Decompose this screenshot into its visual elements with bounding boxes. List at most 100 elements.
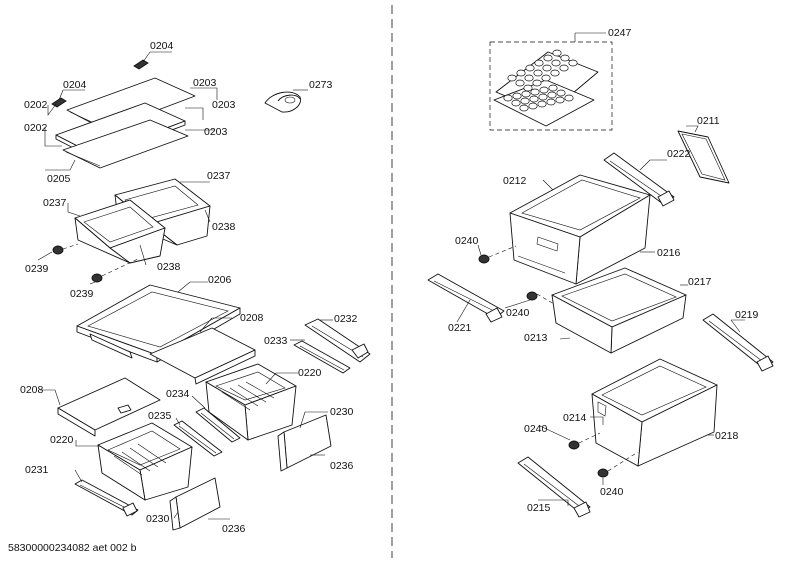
freezer-drawer-0212 [509, 174, 651, 285]
label-0240-c: 0240 [524, 423, 548, 435]
label-0206: 0206 [208, 274, 232, 286]
label-0239-b: 0239 [70, 288, 94, 300]
slide-rail-0235 [173, 420, 223, 457]
screw-0239-b [91, 273, 103, 283]
egg-cup [560, 54, 570, 62]
shelf-plate-0208-right [149, 327, 256, 385]
label-0238-left: 0238 [157, 261, 181, 273]
egg-cup [551, 59, 561, 67]
egg-cup [538, 93, 548, 101]
egg-cup [523, 84, 533, 92]
label-0233: 0233 [264, 335, 288, 347]
label-0211: 0211 [697, 115, 720, 127]
label-0205: 0205 [47, 173, 71, 185]
label-0240-d: 0240 [600, 486, 624, 498]
label-0235: 0235 [148, 410, 172, 422]
label-0216: 0216 [657, 247, 681, 259]
label-0221: 0221 [448, 322, 472, 334]
egg-cup [550, 69, 560, 77]
egg-cup [564, 94, 574, 102]
egg-cup [534, 59, 544, 67]
egg-cup [555, 96, 565, 104]
screw-0240-c [568, 440, 580, 450]
label-0234: 0234 [166, 388, 190, 400]
ice-tray-box [489, 41, 613, 131]
label-0236-left: 0236 [222, 523, 246, 535]
screw-0240-a [478, 254, 490, 264]
rail-0231 [74, 479, 139, 517]
egg-cup [528, 102, 538, 110]
document-id: 58300000234082 aet 002 b [8, 542, 137, 554]
egg-cup [547, 91, 557, 99]
label-0204-left: 0204 [63, 79, 87, 91]
clip-0204-top [133, 59, 149, 70]
label-0218: 0218 [715, 430, 739, 442]
egg-cup [516, 69, 526, 77]
label-0213: 0213 [524, 332, 548, 344]
egg-cup [511, 99, 521, 107]
label-0219: 0219 [735, 309, 759, 321]
egg-cup [543, 54, 553, 62]
egg-cup [507, 74, 517, 82]
label-0240-a: 0240 [455, 235, 479, 247]
crisper-drawer-0220-right [205, 363, 297, 441]
egg-cup [525, 64, 535, 72]
label-0202-bottom: 0202 [24, 122, 48, 134]
rail-0222 [603, 152, 675, 207]
drawer-front-0236-right [277, 414, 332, 472]
rail-0221 [427, 273, 505, 323]
egg-cup [530, 88, 540, 96]
screw-0240-d [597, 468, 609, 478]
label-0240-b: 0240 [506, 307, 530, 319]
label-0222: 0222 [667, 148, 691, 160]
egg-cup [559, 64, 569, 72]
assembly-line-0240b [536, 293, 555, 305]
label-0237-left: 0237 [43, 197, 67, 209]
label-0238-right: 0238 [212, 221, 236, 233]
drawer-0217 [551, 267, 687, 354]
drawer-0218 [591, 358, 718, 467]
egg-cup [521, 90, 531, 98]
rail-0215 [517, 456, 591, 518]
label-0220-left: 0220 [50, 434, 74, 446]
rail-0219 [702, 313, 774, 372]
slide-rail-0234 [195, 407, 241, 443]
assembly-line-0240c [578, 432, 601, 444]
egg-cup [537, 100, 547, 108]
label-0208-right: 0208 [240, 312, 264, 324]
egg-cup [533, 69, 543, 77]
egg-cup [520, 97, 530, 105]
label-0203-top: 0203 [193, 77, 217, 89]
screw-0239-a [52, 245, 64, 255]
label-0217: 0217 [688, 276, 712, 288]
glass-shelf-bottom [62, 119, 189, 169]
label-0231: 0231 [25, 464, 49, 476]
label-0247: 0247 [608, 27, 632, 39]
label-0212: 0212 [503, 175, 527, 187]
label-0208-left: 0208 [20, 384, 44, 396]
label-0237-right: 0237 [207, 170, 231, 182]
label-0214: 0214 [563, 412, 587, 424]
ice-tray-0247 [493, 49, 599, 127]
label-0202-top: 0202 [24, 99, 48, 111]
label-0203-bottom: 0203 [204, 126, 228, 138]
assembly-line-0240d [607, 451, 639, 472]
label-0215: 0215 [527, 502, 551, 514]
label-0273: 0273 [309, 79, 333, 91]
label-0220-right: 0220 [298, 367, 322, 379]
egg-cup [524, 74, 534, 82]
assembly-line-0239b [101, 257, 141, 277]
egg-cup [542, 64, 552, 72]
label-0230-left: 0230 [146, 513, 170, 525]
egg-cup [519, 104, 529, 112]
label-0239-a: 0239 [25, 263, 49, 275]
screw-0240-b [526, 291, 538, 301]
egg-cup [546, 98, 556, 106]
label-0232: 0232 [334, 313, 358, 325]
leader-lines [37, 32, 745, 520]
egg-cup [515, 79, 525, 87]
egg-cup [539, 86, 549, 94]
assembly-line-0239a [62, 243, 79, 250]
label-0203-middle: 0203 [212, 99, 236, 111]
